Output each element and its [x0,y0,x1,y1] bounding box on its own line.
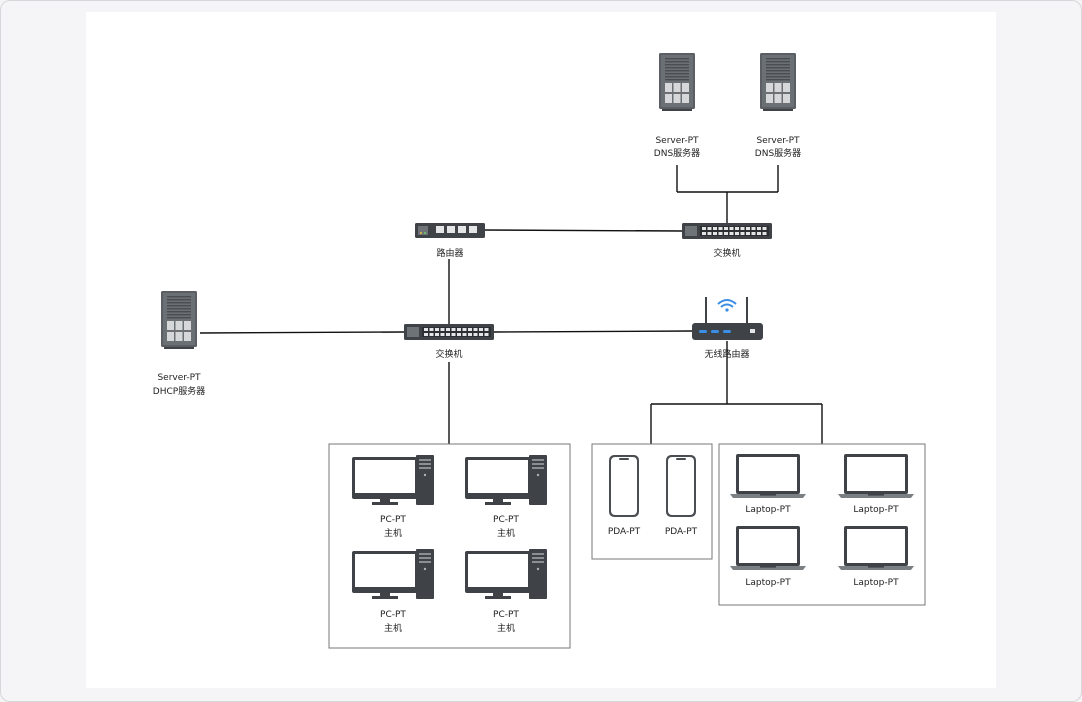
dns-server-2[interactable]: Server-PT DNS服务器 [755,53,801,159]
dns-server-1-role: DNS服务器 [654,147,700,159]
dns-server-2-type: Server-PT [756,136,800,146]
switch-main-label: 交换机 [435,348,462,360]
pc-4-role: 主机 [497,622,515,634]
router[interactable]: 路由器 [415,223,485,259]
pc-3[interactable]: PC-PT 主机 [352,549,434,634]
pda-1[interactable]: PDA-PT [608,455,641,537]
switch-top[interactable]: 交换机 [682,223,772,259]
pc-4-type: PC-PT [493,610,519,620]
connection-lines [199,165,823,444]
pda-2[interactable]: PDA-PT [665,455,698,537]
dns-server-2-role: DNS服务器 [755,147,801,159]
dns-server-1-type: Server-PT [655,136,699,146]
laptop-3-label: Laptop-PT [745,578,791,588]
switch-icon [682,223,772,239]
laptop-1-label: Laptop-PT [745,505,791,515]
pc-1-type: PC-PT [380,515,406,525]
wireless-router-label: 无线路由器 [704,348,749,360]
router-icon [415,223,485,238]
pda-icon [666,455,696,517]
server-icon [659,53,695,111]
pc-3-role: 主机 [384,622,402,634]
dhcp-server-type: Server-PT [157,373,201,383]
laptop-icon [838,526,914,570]
pc-1-role: 主机 [384,527,402,539]
router-label: 路由器 [436,247,463,259]
pc-1[interactable]: PC-PT 主机 [352,455,434,539]
pc-icon [465,455,547,505]
dhcp-server[interactable]: Server-PT DHCP服务器 [153,291,205,397]
pda-1-label: PDA-PT [608,527,641,537]
laptop-2-label: Laptop-PT [853,505,899,515]
switch-main[interactable]: 交换机 [404,324,494,360]
pc-2-type: PC-PT [493,515,519,525]
dns-server-1[interactable]: Server-PT DNS服务器 [654,53,700,159]
link-switch-wireless [493,330,693,333]
laptop-3[interactable]: Laptop-PT [730,526,806,588]
laptop-group-box [718,443,926,606]
dhcp-server-role: DHCP服务器 [153,385,205,397]
pc-4[interactable]: PC-PT 主机 [465,549,547,634]
pc-icon [352,549,434,599]
laptop-1[interactable]: Laptop-PT [730,454,806,515]
link-router-switch-top [482,229,684,232]
wireless-router[interactable]: 无线路由器 [692,297,763,360]
laptop-icon [838,454,914,498]
pc-icon [465,549,547,599]
switch-icon [404,324,494,340]
pc-3-type: PC-PT [380,610,406,620]
laptop-4[interactable]: Laptop-PT [838,526,914,588]
laptop-icon [730,526,806,570]
laptop-4-label: Laptop-PT [853,578,899,588]
laptop-2[interactable]: Laptop-PT [838,454,914,515]
pc-2[interactable]: PC-PT 主机 [465,455,547,539]
pda-group-box [591,443,713,560]
pc-group-box [328,443,571,649]
pda-2-label: PDA-PT [665,527,698,537]
pc-2-role: 主机 [497,527,515,539]
pc-icon [352,455,434,505]
link-dhcp-switch [199,331,405,334]
wireless-router-icon [692,297,763,340]
pda-icon [609,455,639,517]
server-icon [161,291,197,349]
laptop-icon [730,454,806,498]
server-icon [760,53,796,111]
switch-top-label: 交换机 [713,247,740,259]
